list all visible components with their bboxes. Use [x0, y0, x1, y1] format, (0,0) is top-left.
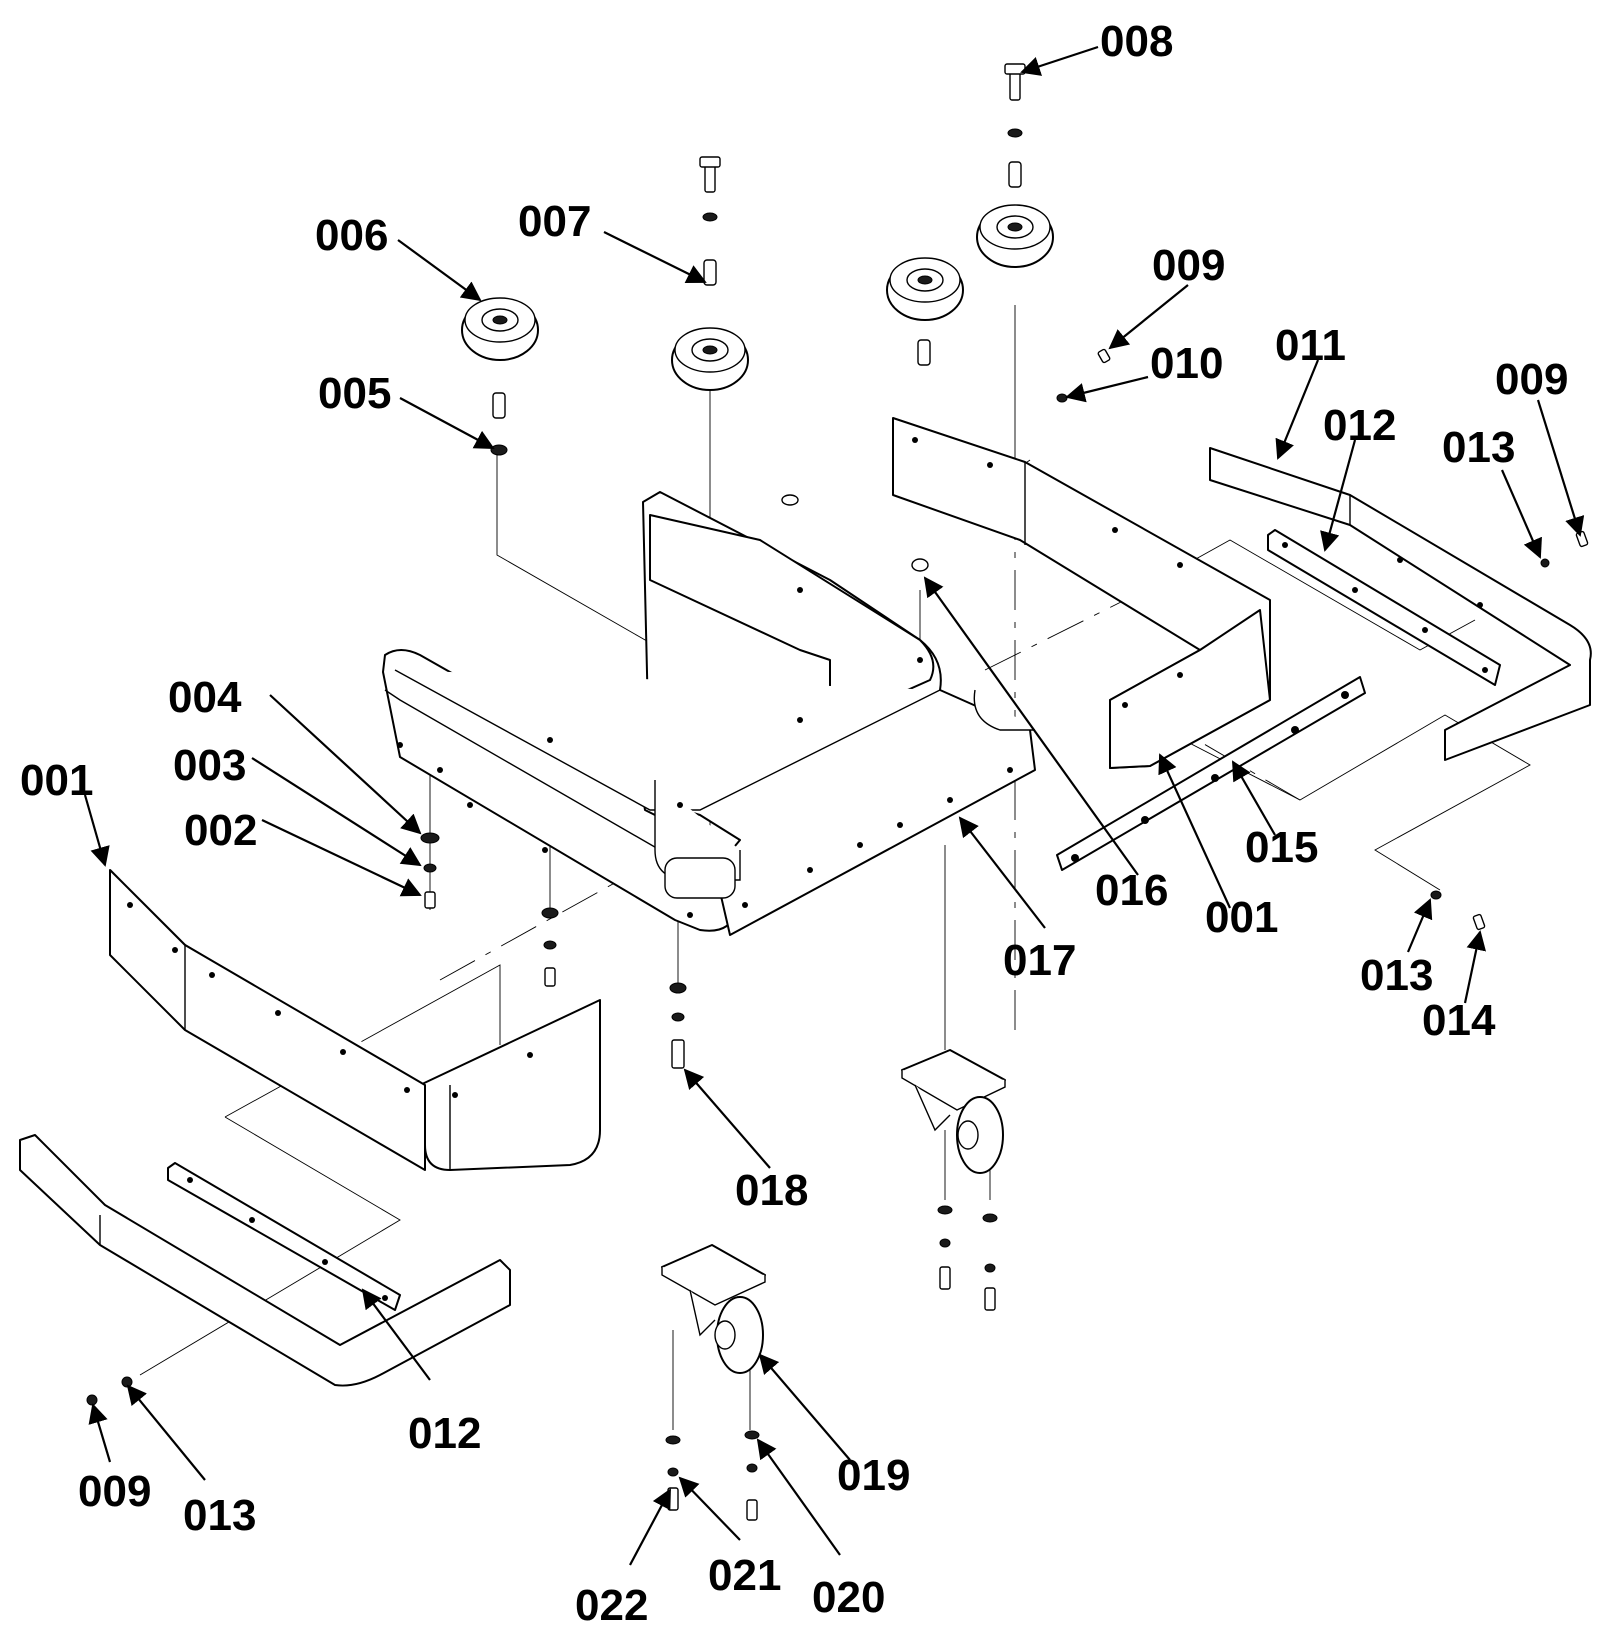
callout-label: 011 — [1275, 321, 1346, 370]
callout-label: 004 — [168, 673, 242, 722]
callout-label: 002 — [184, 806, 257, 855]
callout-label: 012 — [1323, 401, 1396, 450]
callout-label: 009 — [1495, 355, 1568, 404]
roller-wheel-mid-right — [886, 257, 964, 321]
rail-lower-left — [19, 1134, 511, 1387]
callout-label: 022 — [575, 1581, 648, 1630]
strip-015 — [1056, 676, 1366, 871]
roller-wheel-left — [461, 297, 539, 361]
side-panel-001-right — [892, 417, 1271, 769]
leader-arrows — [83, 45, 1585, 1566]
callout-label: 018 — [735, 1166, 808, 1215]
callout-label: 021 — [708, 1551, 781, 1600]
callout-label: 019 — [837, 1451, 910, 1500]
base-frame-017 — [382, 491, 1036, 936]
roller-wheels — [461, 204, 1054, 391]
callout-label: 003 — [173, 741, 246, 790]
callout-label: 006 — [315, 211, 388, 260]
callout-label: 016 — [1095, 866, 1168, 915]
roller-wheel-center — [671, 327, 749, 391]
callout-label: 013 — [1360, 951, 1433, 1000]
callout-label: 017 — [1003, 936, 1076, 985]
fasteners — [86, 63, 1589, 1521]
callout-labels: 001 002 003 004 005 006 007 008 009 010 … — [20, 17, 1568, 1630]
callout-label: 020 — [812, 1573, 885, 1622]
callout-label: 009 — [78, 1467, 151, 1516]
callout-label: 014 — [1422, 996, 1496, 1045]
strip-012-left — [167, 1162, 401, 1311]
callout-label: 009 — [1152, 241, 1225, 290]
callout-label: 015 — [1245, 823, 1318, 872]
caster-right — [901, 1049, 1006, 1174]
callout-label: 010 — [1150, 339, 1223, 388]
callout-label: 005 — [318, 369, 391, 418]
callout-label: 013 — [1442, 423, 1515, 472]
callout-label: 007 — [518, 197, 591, 246]
strip-012-right — [1267, 529, 1501, 686]
roller-wheel-right — [976, 204, 1054, 268]
callout-label: 001 — [20, 756, 93, 805]
caster-bottom — [661, 1244, 766, 1374]
callout-label: 012 — [408, 1409, 481, 1458]
rail-011-right — [1209, 447, 1592, 761]
side-panel-001-left — [109, 869, 601, 1171]
callout-label: 013 — [183, 1491, 256, 1540]
callout-label: 008 — [1100, 17, 1173, 66]
callout-label: 001 — [1205, 893, 1278, 942]
